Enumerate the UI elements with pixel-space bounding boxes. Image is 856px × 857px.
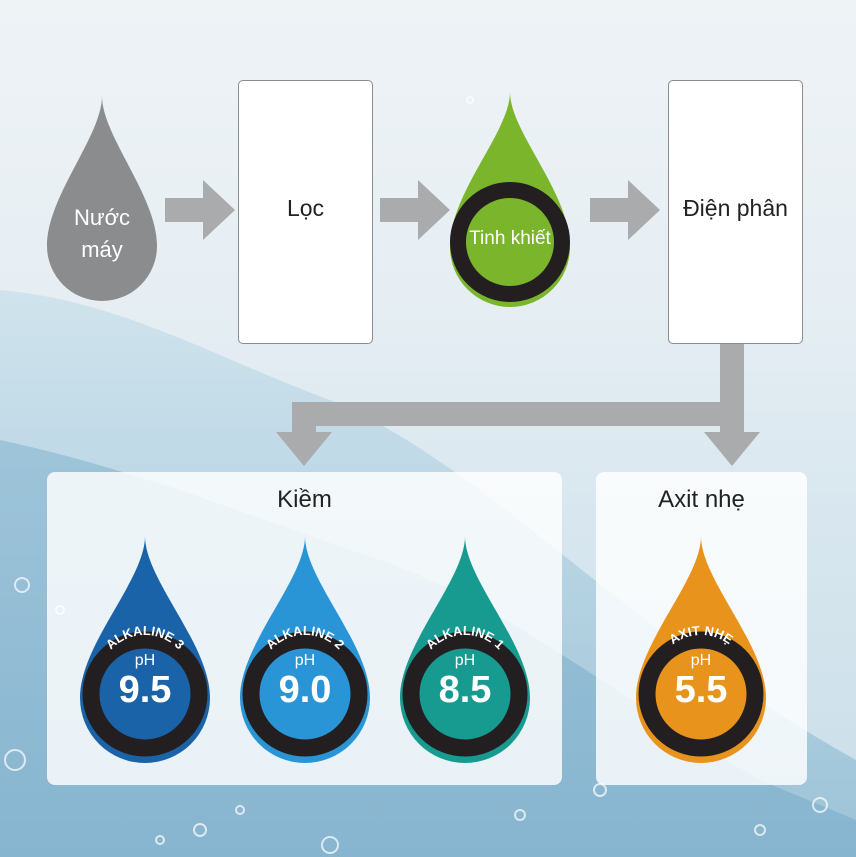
arrow-right-1 (165, 180, 235, 240)
arrow-right-3 (590, 180, 660, 240)
ph-drop-alkaline-2: ALKALINE 2 (236, 536, 374, 766)
ph-label-alkaline-3: pH (76, 652, 214, 670)
ph-drop-alkaline-1: ALKALINE 1 (396, 536, 534, 766)
ph-value-acid: 5.5 (632, 670, 770, 710)
filter-box: Lọc (238, 80, 373, 344)
tap-water-drop (42, 96, 162, 306)
ph-value-alkaline-1: 8.5 (396, 670, 534, 710)
ph-value-alkaline-2: 9.0 (236, 670, 374, 710)
ph-drop-alkaline-3: ALKALINE 3 (76, 536, 214, 766)
split-arrows (250, 340, 780, 470)
arrow-right-2 (380, 180, 450, 240)
electrolysis-label: Điện phân (683, 195, 788, 222)
ph-label-alkaline-1: pH (396, 652, 534, 670)
pure-water-drop (445, 92, 575, 312)
ph-label-alkaline-2: pH (236, 652, 374, 670)
ph-label-acid: pH (632, 652, 770, 670)
ph-value-alkaline-3: 9.5 (76, 670, 214, 710)
filter-label: Lọc (287, 195, 324, 222)
tap-water-label-1: Nước (42, 202, 162, 234)
acid-title: Axit nhẹ (596, 486, 807, 514)
ph-drop-acid: AXIT NHẸ (632, 536, 770, 766)
tap-water-label-2: máy (42, 234, 162, 266)
alkaline-title: Kiềm (47, 486, 562, 514)
electrolysis-box: Điện phân (668, 80, 803, 344)
pure-water-label: Tinh khiết (445, 228, 575, 250)
